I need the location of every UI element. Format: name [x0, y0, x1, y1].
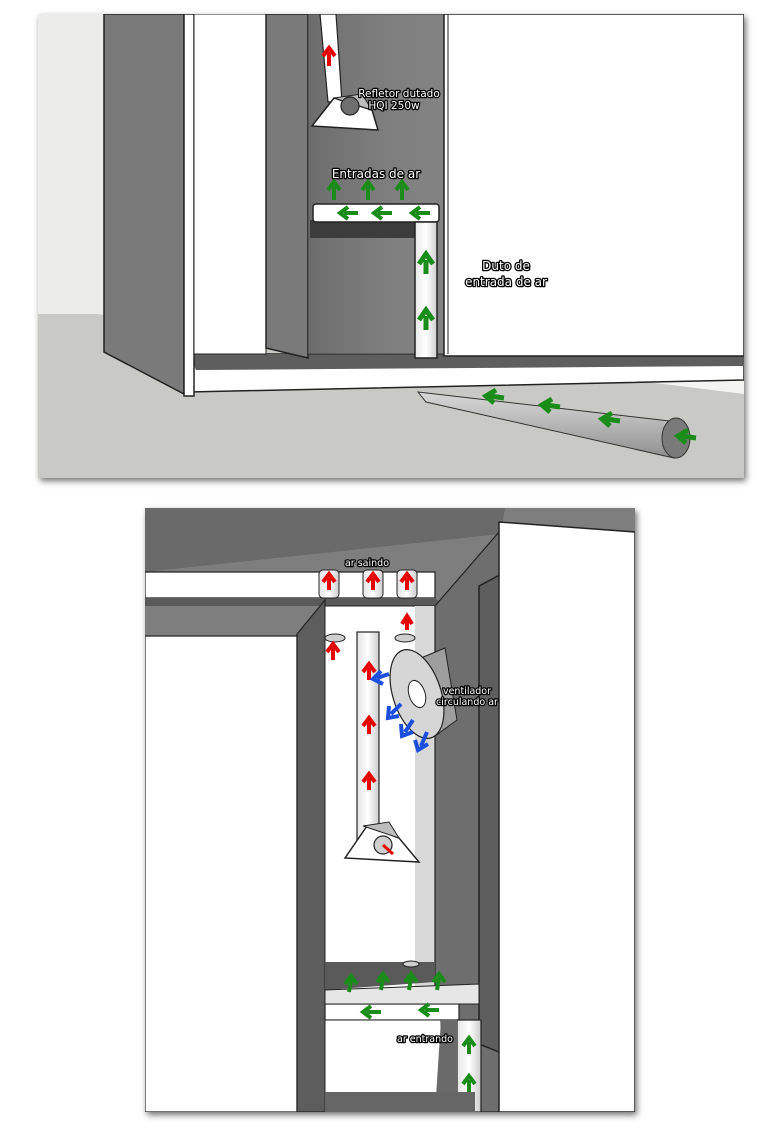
vertical-pipe-arrows	[416, 249, 436, 330]
fan-label-line2: circulando ar	[436, 697, 498, 708]
top-scene-panel: Refletor dutado HQI 250w Entradas de ar …	[38, 14, 744, 478]
reflector-label-line1: Refletor dutado	[358, 88, 440, 100]
shelf-shadow	[310, 220, 438, 238]
cabinet-floor	[325, 1092, 475, 1112]
fan-label-line1: ventilador	[443, 686, 491, 697]
bottom-scene-drawing: ar saindo ventilador circulando ar ar en…	[145, 508, 635, 1112]
cabinet-floor-shadow	[188, 354, 744, 370]
lower-cavity-side	[435, 1020, 457, 1112]
reflector-label-line2: HQI 250w	[368, 100, 420, 112]
hot-air-arrow	[321, 44, 337, 66]
duct-label-line2: entrada de ar	[465, 275, 547, 289]
outlet-hole-right	[394, 633, 416, 643]
outlet-hole-left	[324, 633, 346, 643]
left-panel-edge	[183, 14, 195, 397]
air-out-label: ar saindo	[345, 558, 389, 569]
ceiling	[145, 508, 505, 572]
top-shelf-edge	[145, 598, 445, 606]
reflector	[343, 821, 421, 863]
top-scene-drawing: Refletor dutado HQI 250w Entradas de ar …	[38, 14, 744, 478]
air-in-label: ar entrando	[397, 1034, 453, 1045]
right-cabinet	[443, 14, 744, 357]
duct-label-line1: Duto de	[482, 259, 530, 273]
exhaust-outlets	[318, 569, 418, 599]
circulating-air-arrows	[369, 669, 430, 754]
outer-intake-duct	[416, 391, 691, 459]
duct-arrows	[481, 387, 697, 445]
fresh-air-arrows	[343, 970, 477, 1092]
middle-door	[265, 14, 309, 359]
side-wall	[38, 14, 104, 314]
right-cabinet	[498, 521, 635, 1112]
left-door	[296, 598, 328, 1112]
reflector-lamp	[340, 96, 360, 116]
lower-shelf	[324, 983, 480, 1005]
bottom-scene-panel: ar saindo ventilador circulando ar ar en…	[145, 508, 635, 1112]
inlet-up-arrows	[326, 178, 410, 200]
hot-air-arrows	[321, 570, 415, 790]
top-shelf-front	[145, 571, 436, 599]
vertical-intake-pipe	[414, 221, 438, 359]
inlet-left-arrows	[336, 205, 430, 221]
air-inlets-label: Entradas de ar	[332, 167, 420, 181]
fan	[389, 647, 458, 739]
inner-left-wall	[193, 14, 267, 355]
left-door	[103, 14, 185, 396]
left-cabinet	[145, 635, 298, 1112]
intake-hole	[402, 960, 420, 968]
